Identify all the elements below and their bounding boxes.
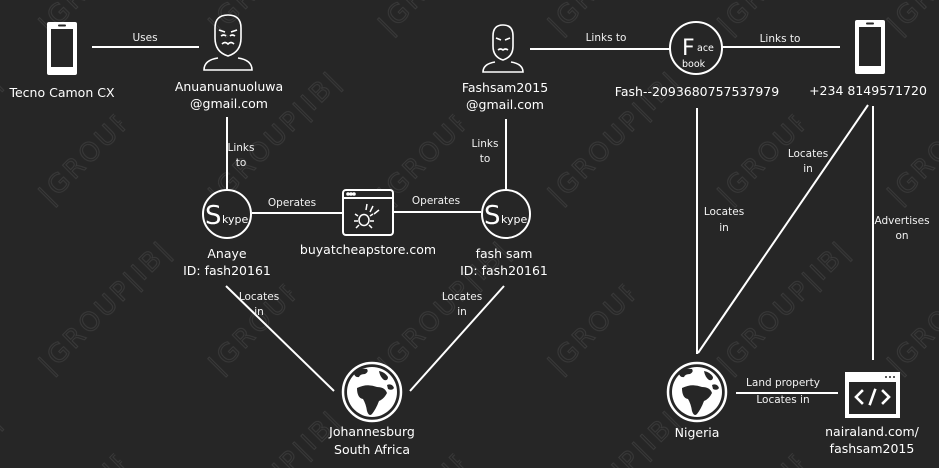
node-label-person1-line1: Anuanuanuoluwa xyxy=(174,79,284,94)
edge-label-locates-line1: Locates xyxy=(703,206,745,218)
node-label-nairaland-line2: fashsam2015 xyxy=(829,441,915,456)
edge-label-locates-in: Locates in xyxy=(756,394,810,406)
edge-phone2-nigeria xyxy=(697,104,869,354)
edge-label-land-property: Land property xyxy=(746,377,820,389)
edge-label-links-line2: to xyxy=(479,153,491,165)
node-label-phone2: +234 8149571720 xyxy=(809,83,927,98)
svg-text:kype: kype xyxy=(222,213,248,226)
globe-africa-icon xyxy=(341,361,403,423)
node-label-johannesburg-line1: Johannesburg xyxy=(329,424,415,439)
node-label-skype2-line1: fash sam xyxy=(475,246,533,261)
node-label-nairaland-line1: nairaland.com/ xyxy=(825,424,919,439)
svg-text:S: S xyxy=(205,201,222,231)
globe-africa-icon xyxy=(666,361,728,423)
browser-bug-icon xyxy=(342,189,394,236)
edge-label-locates-line2: in xyxy=(457,306,467,318)
edge-label-locates-line2: in xyxy=(803,163,813,175)
svg-text:kype: kype xyxy=(501,213,527,226)
anonymous-hacker-icon xyxy=(482,24,524,73)
edge-label-locates-line2: in xyxy=(254,306,264,318)
skype-icon: S kype xyxy=(481,189,531,239)
facebook-icon: F ace book xyxy=(669,21,723,75)
node-label-skype1-line2: ID: fash20161 xyxy=(183,263,271,278)
svg-text:F: F xyxy=(682,36,695,61)
node-label-skype1-line1: Anaye xyxy=(207,246,247,261)
edge-label-links-line1: Links xyxy=(227,142,255,154)
anonymous-hacker-icon xyxy=(203,14,253,71)
edge-label-operates: Operates xyxy=(267,197,317,209)
svg-text:book: book xyxy=(682,59,706,70)
edge-label-locates-line2: in xyxy=(719,222,729,234)
edge-label-advertises-line2: on xyxy=(895,230,909,242)
edge-label-uses: Uses xyxy=(132,32,158,44)
node-label-person1-line2: @gmail.com xyxy=(190,96,268,111)
edge-skype2-johannesburg xyxy=(409,285,505,392)
edge-label-advertises-line1: Advertises xyxy=(874,215,930,227)
edge-label-locates-line1: Locates xyxy=(238,291,280,303)
node-label-person2-line1: Fashsam2015 xyxy=(461,80,549,95)
edge-label-links-to: Links to xyxy=(759,33,801,45)
svg-text:ace: ace xyxy=(697,43,714,54)
edge-label-locates-line1: Locates xyxy=(787,148,829,160)
edge-skype1-johannesburg xyxy=(225,285,335,392)
node-label-phone1: Tecno Camon CX xyxy=(9,85,115,100)
node-label-skype2-line2: ID: fash20161 xyxy=(460,263,548,278)
smartphone-icon xyxy=(855,20,885,74)
node-label-johannesburg-line2: South Africa xyxy=(334,442,410,457)
edge-label-locates-line1: Locates xyxy=(441,291,483,303)
edge-label-links-to: Links to xyxy=(585,32,627,44)
smartphone-icon xyxy=(47,22,77,75)
edge-label-links-line1: Links xyxy=(471,138,499,150)
browser-code-icon xyxy=(845,372,900,418)
node-label-website: buyatcheapstore.com xyxy=(299,242,437,257)
node-label-person2-line2: @gmail.com xyxy=(466,97,544,112)
svg-text:S: S xyxy=(484,201,501,231)
node-label-nigeria: Nigeria xyxy=(674,425,720,440)
edge-label-operates: Operates xyxy=(411,195,461,207)
skype-icon: S kype xyxy=(202,189,252,239)
edge-label-links-line2: to xyxy=(235,157,247,169)
node-label-facebook: Fash--2093680757537979 xyxy=(614,84,780,99)
